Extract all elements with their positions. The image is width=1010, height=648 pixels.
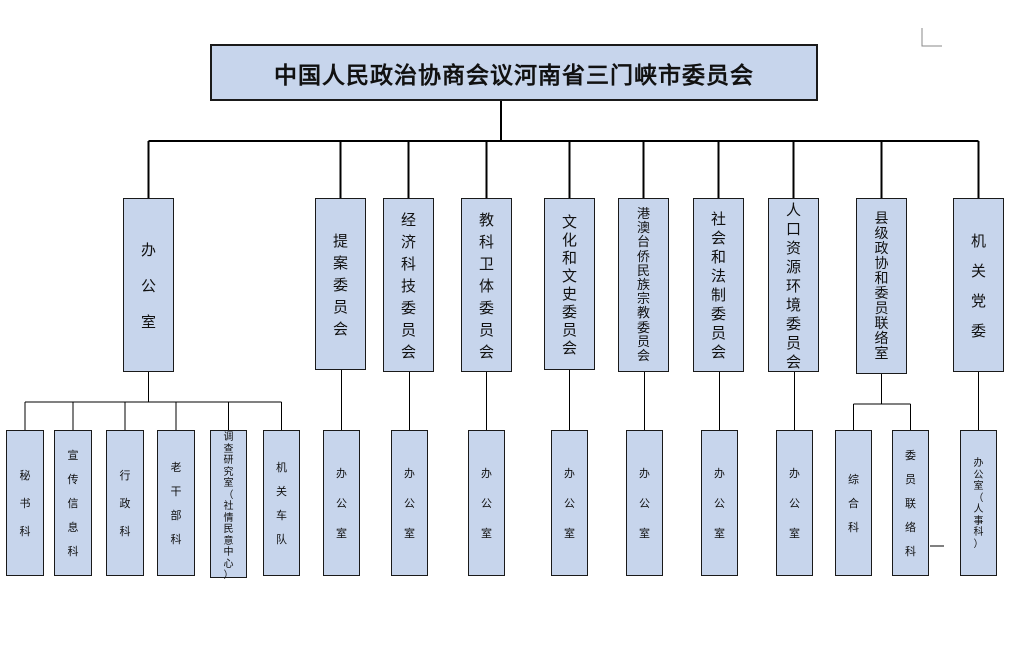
subunit-1-6: 机关车队	[263, 430, 300, 576]
dept-2-label: 提案委员会	[332, 232, 348, 338]
dept-2: 提案委员会	[315, 198, 366, 370]
subunit-1-3: 行政科	[106, 430, 144, 576]
subunit-7-1: 办公室	[701, 430, 738, 576]
dept-9: 县级政协和委员联络室	[856, 198, 907, 374]
dept-5-label: 文化和文史委员会	[561, 213, 577, 357]
subunit-1-5: 调查研究室（社情民意中心）	[210, 430, 247, 581]
dept-10-label: 机关党委	[970, 232, 986, 340]
dept-3: 经济科技委员会	[383, 198, 434, 372]
subunit-1-4: 老干部科	[157, 430, 195, 576]
page-corner-mark	[921, 28, 942, 47]
subunit-3-1-label: 办公室	[404, 467, 415, 540]
subunit-2-1: 办公室	[323, 430, 360, 576]
root-node: 中国人民政治协商会议河南省三门峡市委员会	[210, 44, 818, 101]
subunit-1-5-label: 调查研究室（社情民意中心）	[223, 432, 234, 581]
dept-3-label: 经济科技委员会	[400, 211, 416, 361]
dept-8: 人口资源环境委员会	[768, 198, 819, 372]
subunit-9-1: 综合科	[835, 430, 872, 576]
subunit-10-1: 办公室（人事科）	[960, 430, 997, 576]
subunit-2-1-label: 办公室	[336, 467, 347, 540]
dept-4: 教科卫体委员会	[461, 198, 512, 372]
dept-1: 办公室	[123, 198, 174, 372]
root-title: 中国人民政治协商会议河南省三门峡市委员会	[274, 61, 754, 89]
subunit-1-2: 宣传信息科	[54, 430, 92, 576]
dept-8-label: 人口资源环境委员会	[785, 201, 801, 371]
subunit-6-1: 办公室	[626, 430, 663, 576]
dept-6-label: 港澳台侨民族宗教委员会	[636, 206, 650, 364]
dept-6: 港澳台侨民族宗教委员会	[618, 198, 669, 372]
subunit-1-4-label: 老干部科	[170, 461, 182, 546]
subunit-1-3-label: 行政科	[119, 469, 131, 538]
dept-7: 社会和法制委员会	[693, 198, 744, 372]
subunit-9-1-label: 综合科	[848, 473, 859, 534]
subunit-5-1-label: 办公室	[564, 467, 575, 540]
subunit-9-2: 委员联络科	[892, 430, 929, 576]
dept-9-label: 县级政协和委员联络室	[874, 211, 889, 362]
subunit-1-6-label: 机关车队	[276, 461, 287, 546]
subunit-1-1-label: 秘书科	[19, 469, 31, 538]
dept-10: 机关党委	[953, 198, 1004, 372]
dept-5: 文化和文史委员会	[544, 198, 595, 370]
subunit-3-1: 办公室	[391, 430, 428, 576]
subunit-1-1: 秘书科	[6, 430, 44, 576]
subunit-10-1-label: 办公室（人事科）	[973, 458, 984, 550]
subunit-5-1: 办公室	[551, 430, 588, 576]
dept-1-label: 办公室	[140, 241, 156, 331]
subunit-8-1-label: 办公室	[789, 467, 800, 540]
subunit-7-1-label: 办公室	[714, 467, 725, 540]
subunit-1-2-label: 宣传信息科	[67, 449, 79, 558]
subunit-4-1-label: 办公室	[481, 467, 492, 540]
dept-4-label: 教科卫体委员会	[478, 211, 494, 361]
subunit-9-2-label: 委员联络科	[905, 449, 916, 558]
dept-7-label: 社会和法制委员会	[710, 210, 726, 361]
subunit-8-1: 办公室	[776, 430, 813, 576]
subunit-4-1: 办公室	[468, 430, 505, 576]
subunit-6-1-label: 办公室	[639, 467, 650, 540]
